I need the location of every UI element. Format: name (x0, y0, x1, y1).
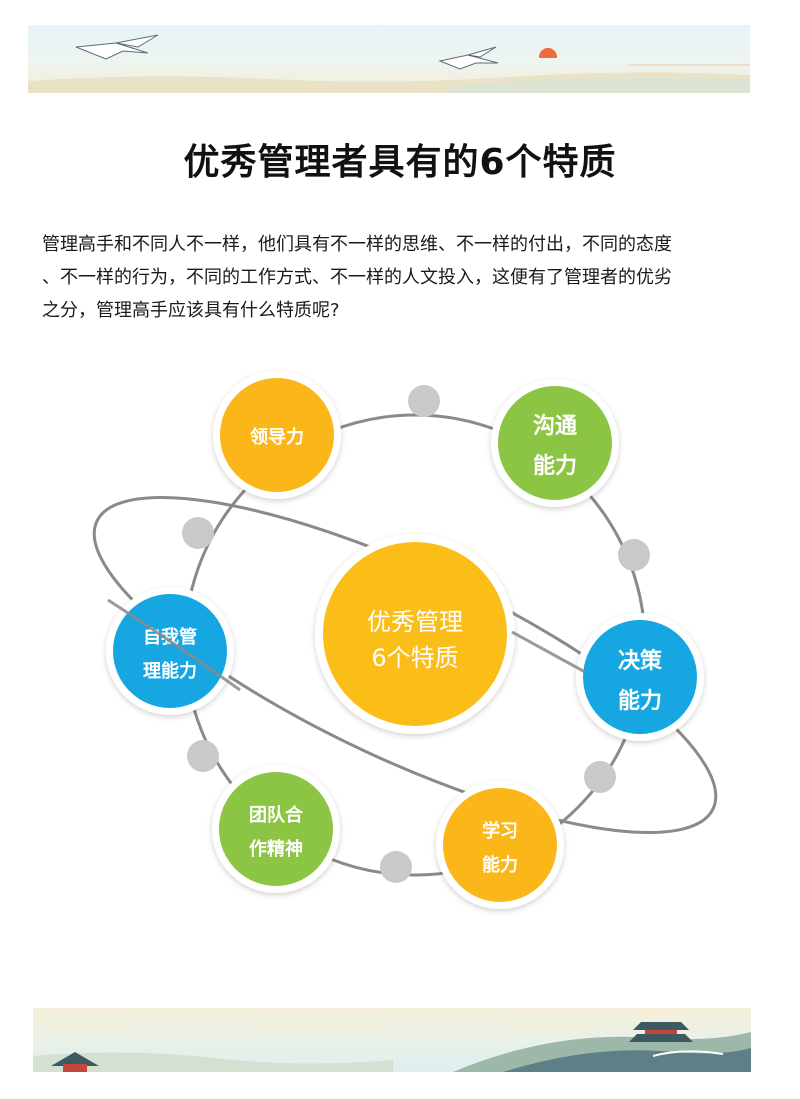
crane-icon (438, 46, 499, 70)
orbit-dot (584, 761, 616, 793)
node-label: 能力 (618, 688, 662, 714)
center-node: 优秀管理 6个特质 (315, 534, 515, 734)
node-communication: 沟通 能力 (491, 379, 619, 507)
node-learning: 学习 能力 (436, 781, 564, 909)
node-label: 自我管 (143, 626, 197, 648)
crane-icon (75, 34, 159, 60)
node-decision: 决策 能力 (576, 613, 704, 741)
node-teamwork: 团队合 作精神 (212, 765, 340, 893)
orbit-dot (618, 539, 650, 571)
top-banner (28, 25, 750, 93)
center-label-line1: 优秀管理 (367, 608, 463, 636)
center-label-line2: 6个特质 (371, 644, 458, 672)
page-title: 优秀管理者具有的6个特质 (183, 142, 617, 183)
node-label: 沟通 (533, 413, 577, 439)
intro-line: 管理高手和不同人不一样，他们具有不一样的思维、不一样的付出，不同的态度 (42, 234, 672, 255)
orbit-dot (187, 740, 219, 772)
intro-line: 之分，管理高手应该具有什么特质呢? (42, 300, 340, 321)
intro-line: 、不一样的行为，不同的工作方式、不一样的人文投入，这便有了管理者的优劣 (42, 267, 672, 288)
orbit-dot (408, 385, 440, 417)
pagoda-icon (629, 1022, 693, 1042)
sun-icon (533, 48, 563, 66)
orbit-dot (182, 517, 214, 549)
orbit-dot (380, 851, 412, 883)
node-label: 领导力 (250, 426, 304, 448)
bottom-banner (33, 1008, 751, 1072)
node-label: 学习 (482, 820, 518, 842)
tilted-orbit-front (511, 630, 586, 674)
node-label: 团队合 (249, 804, 304, 826)
node-self-management: 自我管 理能力 (106, 587, 234, 715)
node-label: 理能力 (143, 660, 197, 682)
node-leadership: 领导力 (213, 371, 341, 499)
intro-paragraph: 管理高手和不同人不一样，他们具有不一样的思维、不一样的付出，不同的态度 、不一样… (42, 228, 758, 327)
node-label: 作精神 (249, 838, 303, 860)
node-label: 能力 (482, 854, 518, 876)
node-label: 决策 (618, 648, 663, 674)
node-label: 能力 (533, 453, 577, 479)
pavilion-icon (51, 1052, 99, 1072)
